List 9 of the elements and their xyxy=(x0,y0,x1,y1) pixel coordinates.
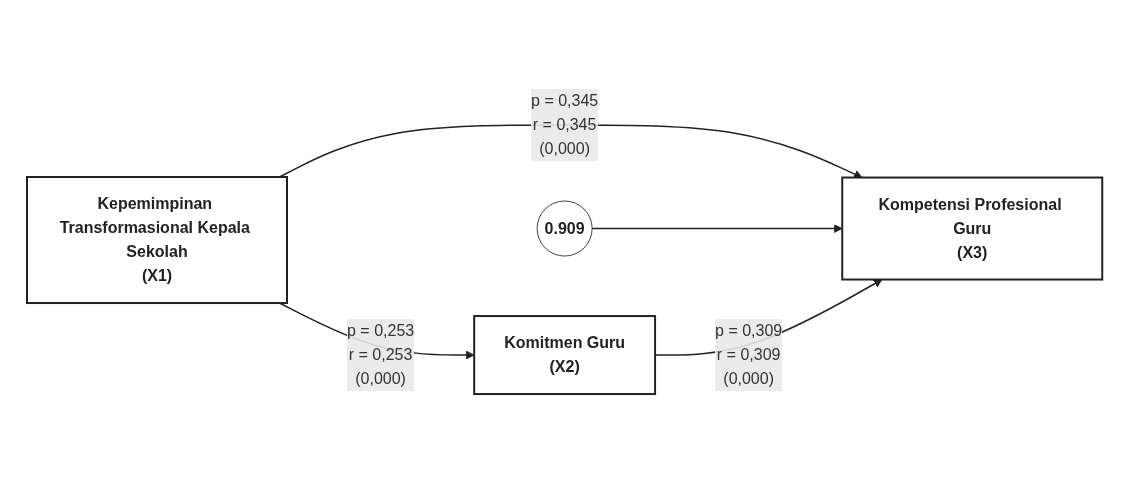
arrow xyxy=(279,124,863,179)
edge-label: p = 0,345 r = 0,345 (0,000) xyxy=(531,92,599,158)
node-circle: 0.909 xyxy=(536,200,593,257)
node-box: Komitmen Guru (X2) xyxy=(473,315,657,396)
node-box: Kompetensi Profesional Guru (X3) xyxy=(841,177,1104,281)
arrow xyxy=(591,224,843,234)
edge-label: p = 0,253 r = 0,253 (0,000) xyxy=(347,322,415,388)
edge-label: p = 0,309 r = 0,309 (0,000) xyxy=(715,322,783,388)
node-box: Kepemimpinan Transformasional Kepala Sekolah (X1) xyxy=(26,176,289,305)
